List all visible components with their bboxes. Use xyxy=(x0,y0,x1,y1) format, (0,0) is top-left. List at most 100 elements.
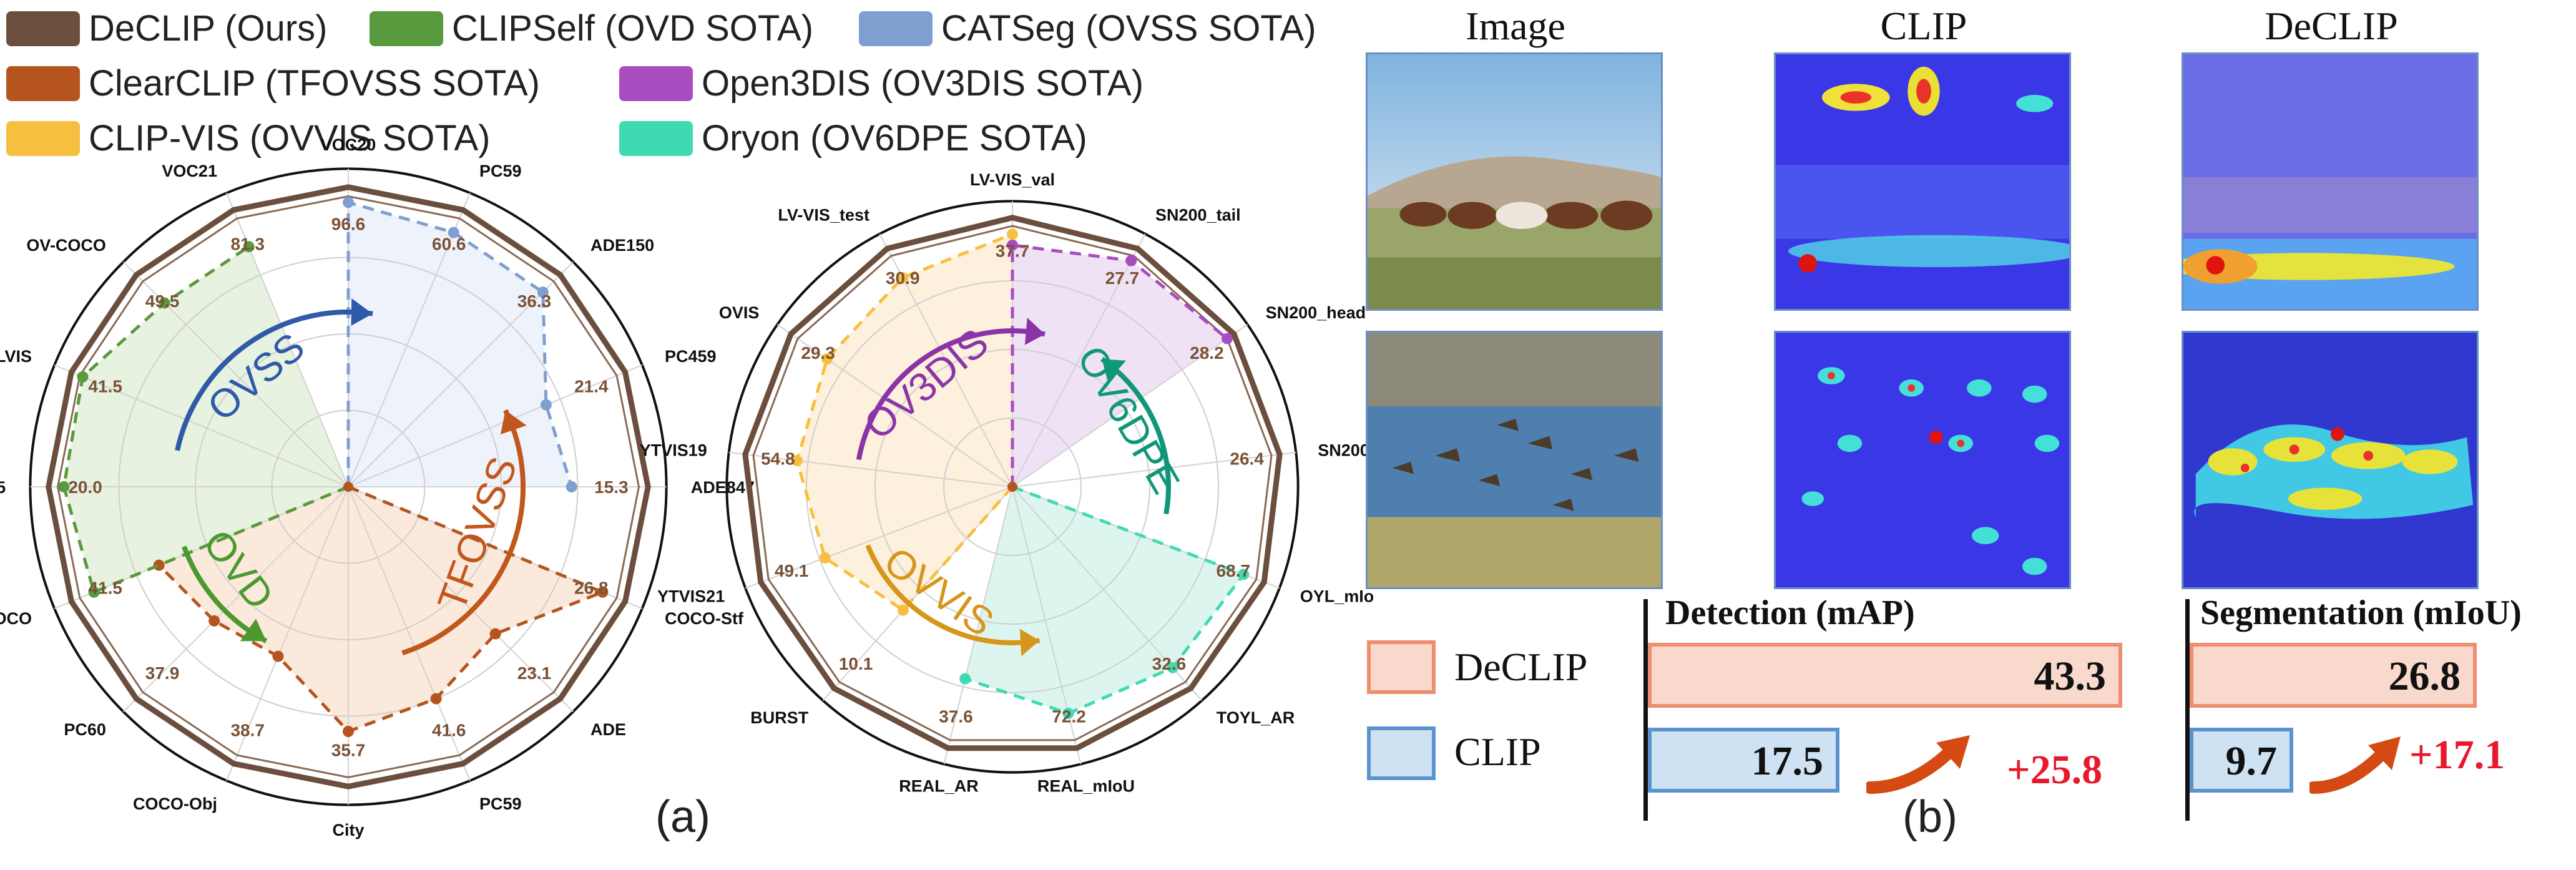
axis-label: ADE xyxy=(590,720,626,739)
sota-point xyxy=(819,552,831,564)
legend-label: CLIP-VIS (OVVIS SOTA) xyxy=(89,118,491,159)
sota-point xyxy=(540,399,552,411)
legend-label: CATSeg (OVSS SOTA) xyxy=(941,8,1316,49)
sota-point xyxy=(1238,569,1250,580)
segmentation-title: Segmentation (mIoU) xyxy=(2200,594,2522,632)
bar-clip-detection: 17.5 xyxy=(1648,728,1839,793)
sota-point xyxy=(159,297,170,309)
sector-arc xyxy=(865,544,1041,645)
axis-label: LV-VIS_test xyxy=(778,206,869,225)
declip-value-label: 37.7 xyxy=(996,242,1030,261)
segmentation-gain: +17.1 xyxy=(2409,732,2505,778)
legend-swatch xyxy=(619,120,693,156)
declip-polygon xyxy=(742,215,1283,751)
declip-value-label: 20.0 xyxy=(68,477,102,497)
spoke xyxy=(745,486,1013,589)
sota-series-line xyxy=(62,245,349,595)
declip-value-label: 29.3 xyxy=(801,343,835,363)
sota-point xyxy=(430,693,442,705)
declip-value-label: 68.7 xyxy=(1217,561,1251,580)
legend-label-declip: DeCLIP xyxy=(1454,645,1588,689)
declip-value-label: 72.2 xyxy=(1052,706,1086,726)
spoke xyxy=(348,486,471,781)
radar-chart-left: 96.6VOC2060.6PC5936.3ADE15021.4PC45915.3… xyxy=(0,135,755,839)
panel-label-a: (a) xyxy=(655,792,710,842)
legend-item-clipself: CLIPSelf (OVD SOTA) xyxy=(370,7,813,49)
sota-point xyxy=(537,286,549,298)
sota-point xyxy=(897,271,909,283)
legend-swatch xyxy=(6,120,80,156)
detection-title: Detection (mAP) xyxy=(1665,594,1915,632)
sector-fill xyxy=(965,487,1244,714)
horses-image xyxy=(1366,52,1663,311)
spoke xyxy=(1012,324,1248,487)
legend-label: DeCLIP (Ours) xyxy=(89,8,328,49)
legend-item-open3dis: Open3DIS (OV3DIS SOTA) xyxy=(619,62,1144,104)
clip-heatmap-geese-picture xyxy=(1776,333,2069,587)
legend-label: Oryon (OV6DPE SOTA) xyxy=(702,118,1087,159)
sector-arrowhead xyxy=(351,298,373,326)
sota-point xyxy=(1222,333,1233,345)
radar-charts: 96.6VOC2060.6PC5936.3ADE15021.4PC45915.3… xyxy=(0,135,1373,839)
axis-label: VOC21 xyxy=(162,162,217,180)
axis-label: TOYL_AR xyxy=(1217,708,1295,727)
axis-label: City xyxy=(332,821,364,839)
declip-value-label: 35.7 xyxy=(331,740,366,760)
declip-value-label: 96.6 xyxy=(331,215,366,234)
segmentation-axis xyxy=(2185,599,2190,821)
declip-value-label: 38.7 xyxy=(230,720,265,740)
legend-item-clearclip: ClearCLIP (TFOVSS SOTA) xyxy=(6,62,540,104)
legend-swatch xyxy=(370,11,443,46)
declip-value-label: 21.4 xyxy=(574,377,609,396)
sota-series-line xyxy=(157,485,607,733)
bar-value: 26.8 xyxy=(2388,653,2461,699)
sota-point xyxy=(821,353,833,365)
sota-series-line xyxy=(1011,243,1228,487)
axis-label: PC59 xyxy=(479,794,522,813)
sector-arrowhead xyxy=(500,410,527,435)
sota-point xyxy=(489,628,501,640)
declip-value-label: 27.7 xyxy=(1105,268,1140,288)
axis-label: PC60 xyxy=(64,720,106,739)
sota-point xyxy=(566,481,577,492)
spoke xyxy=(776,324,1013,487)
declip-polygon-inner xyxy=(752,225,1273,741)
axis-label: OV-LVIS xyxy=(0,347,32,366)
axis-label: SN200_head xyxy=(1266,303,1366,322)
spoke xyxy=(943,486,1013,765)
radar-chart-right: 37.7LV-VIS_val27.7SN200_tail28.2SN200_he… xyxy=(640,170,1373,795)
declip-value-label: 10.1 xyxy=(839,654,873,673)
legend-item-clipvis: CLIP-VIS (OVVIS SOTA) xyxy=(6,117,491,159)
legend-box-clip xyxy=(1367,726,1436,780)
sota-point xyxy=(58,481,70,492)
legend-swatch xyxy=(859,11,933,46)
sector-arrowhead xyxy=(1024,318,1045,345)
sota-point xyxy=(1125,255,1137,266)
declip-heatmap-geese-picture xyxy=(2183,333,2477,587)
legend-label: ClearCLIP (TFOVSS SOTA) xyxy=(89,63,540,104)
axis-label: REAL_AR xyxy=(899,776,979,795)
sota-point xyxy=(343,726,354,737)
spoke xyxy=(1012,451,1296,487)
bar-declip-segmentation: 26.8 xyxy=(2190,643,2477,708)
sector-arc xyxy=(401,409,526,656)
axis-label: ADE847 xyxy=(691,478,755,497)
declip-value-label: 23.1 xyxy=(517,663,552,683)
sota-point xyxy=(897,604,909,616)
declip-value-label: 54.8 xyxy=(761,449,795,468)
axis-label: PC59 xyxy=(479,162,522,180)
legend-label: CLIPSelf (OVD SOTA) xyxy=(452,8,814,49)
spoke xyxy=(226,486,349,781)
detection-gain: +25.8 xyxy=(2007,747,2103,793)
sector-arc xyxy=(175,309,373,451)
axis-label: REAL_mIoU xyxy=(1037,776,1135,795)
bar-clip-segmentation: 9.7 xyxy=(2190,728,2293,793)
declip-heatmap-horses xyxy=(2182,52,2479,311)
sota-point xyxy=(343,197,354,208)
clip-heatmap-horses xyxy=(1774,52,2071,311)
bar-value: 9.7 xyxy=(2225,738,2278,784)
chart-legend: DeCLIP (Ours) CLIPSelf (OVD SOTA) CATSeg… xyxy=(6,0,1348,181)
sota-point xyxy=(88,586,100,598)
declip-value-label: 30.9 xyxy=(886,268,920,288)
declip-value-label: 41.5 xyxy=(88,578,122,597)
